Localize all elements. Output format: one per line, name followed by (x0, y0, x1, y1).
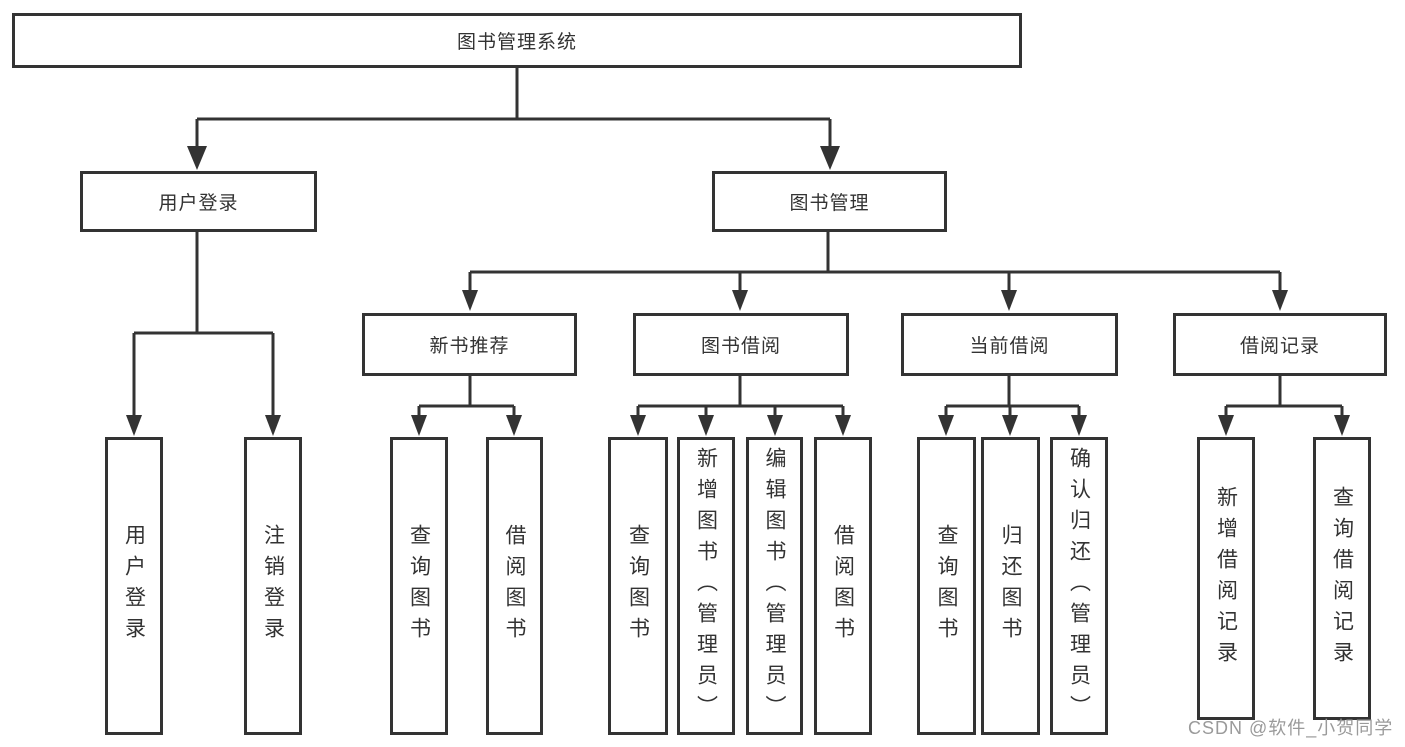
node-book-borrow: 图书借阅 (633, 313, 849, 376)
leaf-logout-label: 注销登录 (261, 524, 285, 648)
leaf-borrow-edit-books-admin: 编辑图书（管理员） (746, 437, 803, 735)
leaf-records-query-record-label: 查询借阅记录 (1330, 485, 1354, 672)
leaf-user-login: 用户登录 (105, 437, 163, 735)
node-current-borrow-label: 当前借阅 (969, 336, 1050, 357)
leaf-records-query-record: 查询借阅记录 (1313, 437, 1371, 720)
leaf-borrow-add-books-admin-label: 新增图书（管理员） (694, 446, 718, 726)
node-user-login-label: 用户登录 (158, 193, 239, 214)
leaf-recommend-borrow-books: 借阅图书 (486, 437, 543, 735)
node-borrow-records: 借阅记录 (1173, 313, 1387, 376)
leaf-records-add-record: 新增借阅记录 (1197, 437, 1255, 720)
leaf-user-login-label: 用户登录 (122, 524, 146, 648)
leaf-current-query-books-label: 查询图书 (935, 524, 958, 648)
arrowheads-level1 (187, 146, 840, 170)
leaf-current-query-books: 查询图书 (917, 437, 976, 735)
leaf-current-confirm-return-admin-label: 确认归还（管理员） (1067, 446, 1091, 726)
leaf-current-return-books: 归还图书 (981, 437, 1040, 735)
node-new-book-recommend: 新书推荐 (362, 313, 577, 376)
arrowheads-user-login-children (126, 415, 281, 436)
node-book-management: 图书管理 (712, 171, 947, 232)
connector-book-management-children (468, 232, 1282, 291)
node-user-login: 用户登录 (80, 171, 317, 232)
connector-borrow-records-children (1224, 376, 1344, 416)
leaf-borrow-query-books: 查询图书 (608, 437, 668, 735)
leaf-borrow-query-books-label: 查询图书 (626, 524, 650, 648)
node-borrow-records-label: 借阅记录 (1239, 336, 1320, 357)
leaf-borrow-edit-books-admin-label: 编辑图书（管理员） (763, 446, 786, 726)
node-book-management-label: 图书管理 (789, 193, 870, 214)
leaf-recommend-query-books: 查询图书 (390, 437, 448, 735)
node-current-borrow: 当前借阅 (901, 313, 1118, 376)
arrowheads-borrow-records-children (1218, 415, 1350, 436)
connector-root-to-level1 (195, 68, 832, 147)
leaf-recommend-query-books-label: 查询图书 (407, 524, 431, 648)
leaf-current-confirm-return-admin: 确认归还（管理员） (1050, 437, 1108, 735)
node-book-borrow-label: 图书借阅 (700, 336, 781, 357)
csdn-watermark: CSDN @软件_小贺同学 (1188, 718, 1394, 738)
arrowheads-book-management-children (462, 290, 1288, 311)
connector-book-borrow-children (636, 376, 845, 416)
leaf-borrow-borrow-books: 借阅图书 (814, 437, 872, 735)
connector-current-borrow-children (944, 376, 1081, 416)
node-new-book-recommend-label: 新书推荐 (429, 336, 510, 357)
node-root: 图书管理系统 (12, 13, 1022, 68)
leaf-logout: 注销登录 (244, 437, 302, 735)
leaf-borrow-borrow-books-label: 借阅图书 (831, 524, 855, 648)
leaf-recommend-borrow-books-label: 借阅图书 (503, 524, 526, 648)
arrowheads-new-book-recommend-children (411, 415, 522, 436)
leaf-current-return-books-label: 归还图书 (999, 524, 1022, 648)
leaf-borrow-add-books-admin: 新增图书（管理员） (677, 437, 735, 735)
arrowheads-book-borrow-children (630, 415, 851, 436)
connector-new-book-recommend-children (417, 376, 516, 416)
arrowheads-current-borrow-children (938, 415, 1087, 436)
leaf-records-add-record-label: 新增借阅记录 (1214, 485, 1238, 672)
node-root-label: 图书管理系统 (456, 32, 577, 53)
connector-user-login-children (132, 232, 275, 416)
